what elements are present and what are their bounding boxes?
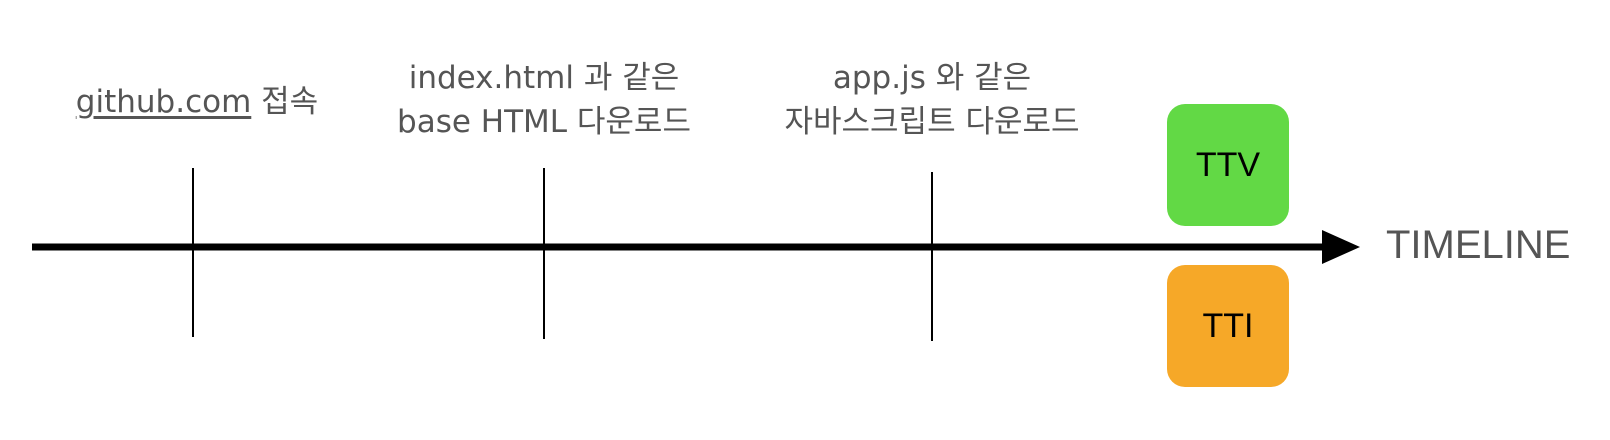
event-label-index-html: index.html 과 같은 base HTML 다운로드 [364, 56, 724, 144]
tti-badge-label: TTI [1202, 306, 1254, 345]
github-link[interactable]: github.com [75, 84, 252, 120]
event-label-github: github.com 접속 [52, 80, 342, 124]
event-label-line-1: app.js 와 같은 [832, 60, 1032, 96]
event-label-app-js: app.js 와 같은 자바스크립트 다운로드 [746, 56, 1118, 144]
event-label-line: github.com 접속 [52, 80, 342, 124]
event-label-line-2: base HTML 다운로드 [397, 104, 691, 140]
tti-badge: TTI [1167, 265, 1289, 387]
timeline-axis-label: TIMELINE [1386, 223, 1571, 267]
timeline-arrowhead-icon [1322, 230, 1360, 264]
event-label-line-1: index.html 과 같은 [408, 60, 680, 96]
event-label-text: 접속 [251, 84, 319, 120]
event-label-line-2: 자바스크립트 다운로드 [784, 104, 1080, 140]
ttv-badge: TTV [1167, 104, 1289, 226]
ttv-badge-label: TTV [1195, 145, 1261, 184]
